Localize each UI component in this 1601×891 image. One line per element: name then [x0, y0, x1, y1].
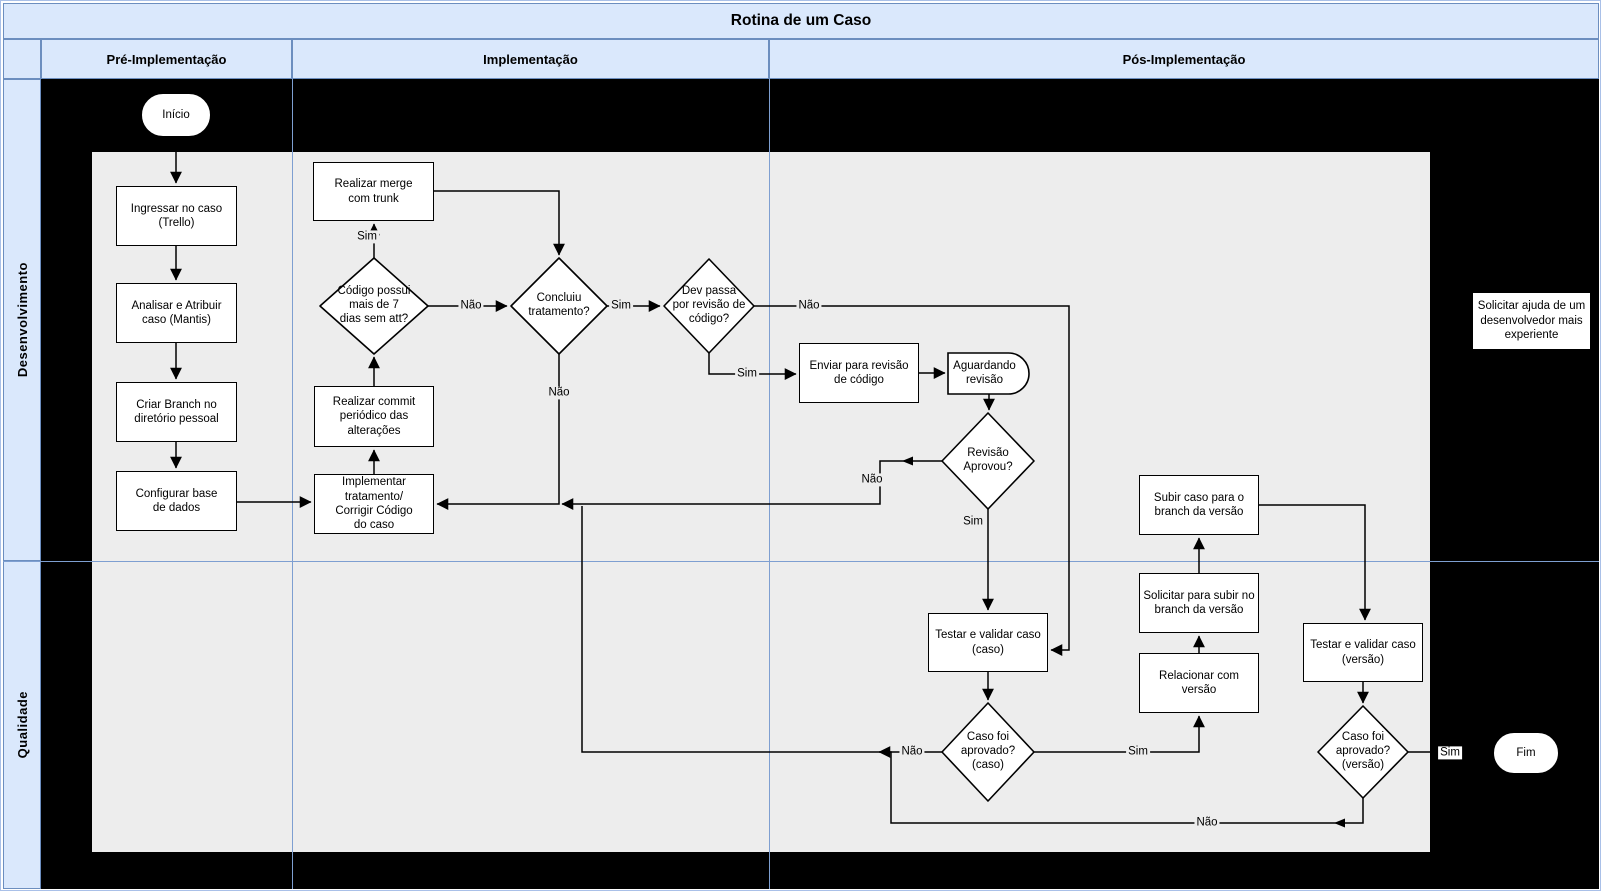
edge-label-casoversao-sim-fim: Sim — [1438, 746, 1462, 760]
node-solicitar-ajuda[interactable]: Solicitar ajuda de um desenvolvedor mais… — [1472, 292, 1591, 350]
header-corner-cell — [3, 39, 41, 79]
edge-label-devpassa-nao-testarcaso: Não — [796, 299, 822, 313]
lane-label-desenvolvimento: Desenvolvimento — [3, 79, 41, 561]
lane-divider-vertical-1 — [292, 79, 293, 889]
node-enviar-revisao[interactable]: Enviar para revisão de código — [799, 343, 919, 403]
edge-label-devpassa-sim-enviar: Sim — [735, 367, 759, 381]
node-realizar-merge[interactable]: Realizar merge com trunk — [313, 162, 434, 221]
lane-label-qualidade: Qualidade — [3, 561, 41, 889]
node-realizar-commit[interactable]: Realizar commit periódico das alterações — [314, 386, 434, 447]
edge-label-concluiu-sim-devpassa: Sim — [609, 299, 633, 313]
node-configurar-base[interactable]: Configurar base de dados — [116, 471, 237, 531]
edge-label-casocaso-sim-relacionar: Sim — [1126, 745, 1150, 759]
header-implementacao: Implementação — [292, 39, 769, 79]
node-criar-branch[interactable]: Criar Branch no diretório pessoal — [116, 382, 237, 442]
edge-label-casocaso-nao-retorno: Não — [899, 745, 925, 759]
node-testar-versao[interactable]: Testar e validar caso (versão) — [1303, 623, 1423, 682]
lane-label-text: Qualidade — [14, 691, 30, 759]
node-implementar-corrigir[interactable]: Implementar tratamento/ Corrigir Código … — [314, 474, 434, 534]
node-solicitar-subir[interactable]: Solicitar para subir no branch da versão — [1139, 573, 1259, 633]
lane-divider-vertical-2 — [769, 79, 770, 889]
header-pos-implementacao: Pós-Implementação — [769, 39, 1599, 79]
header-pre-implementacao: Pré-Implementação — [41, 39, 292, 79]
edge-label-codigo7-nao-concluiu: Não — [458, 299, 484, 313]
node-testar-caso[interactable]: Testar e validar caso (caso) — [928, 613, 1048, 672]
edge-label-concluiu-nao-implementar: Não — [546, 386, 572, 400]
node-analisar-atribuir[interactable]: Analisar e Atribuir caso (Mantis) — [116, 283, 237, 343]
node-inicio[interactable]: Início — [141, 93, 211, 137]
node-relacionar-versao[interactable]: Relacionar com versão — [1139, 653, 1259, 713]
node-fim[interactable]: Fim — [1493, 732, 1559, 774]
edge-label-revisao-nao-implementar: Não — [859, 473, 885, 487]
lane-divider-horizontal — [3, 561, 1599, 562]
node-ingressar-caso[interactable]: Ingressar no caso (Trello) — [116, 186, 237, 246]
edge-label-revisao-sim-testarcaso: Sim — [961, 515, 985, 529]
edge-label-codigo7-sim-merge: Sim — [355, 230, 379, 244]
edge-label-casoversao-nao-retorno: Não — [1194, 816, 1220, 830]
node-subir-caso[interactable]: Subir caso para o branch da versão — [1139, 475, 1259, 535]
lane-label-text: Desenvolvimento — [14, 262, 30, 378]
diagram-title: Rotina de um Caso — [3, 3, 1599, 39]
